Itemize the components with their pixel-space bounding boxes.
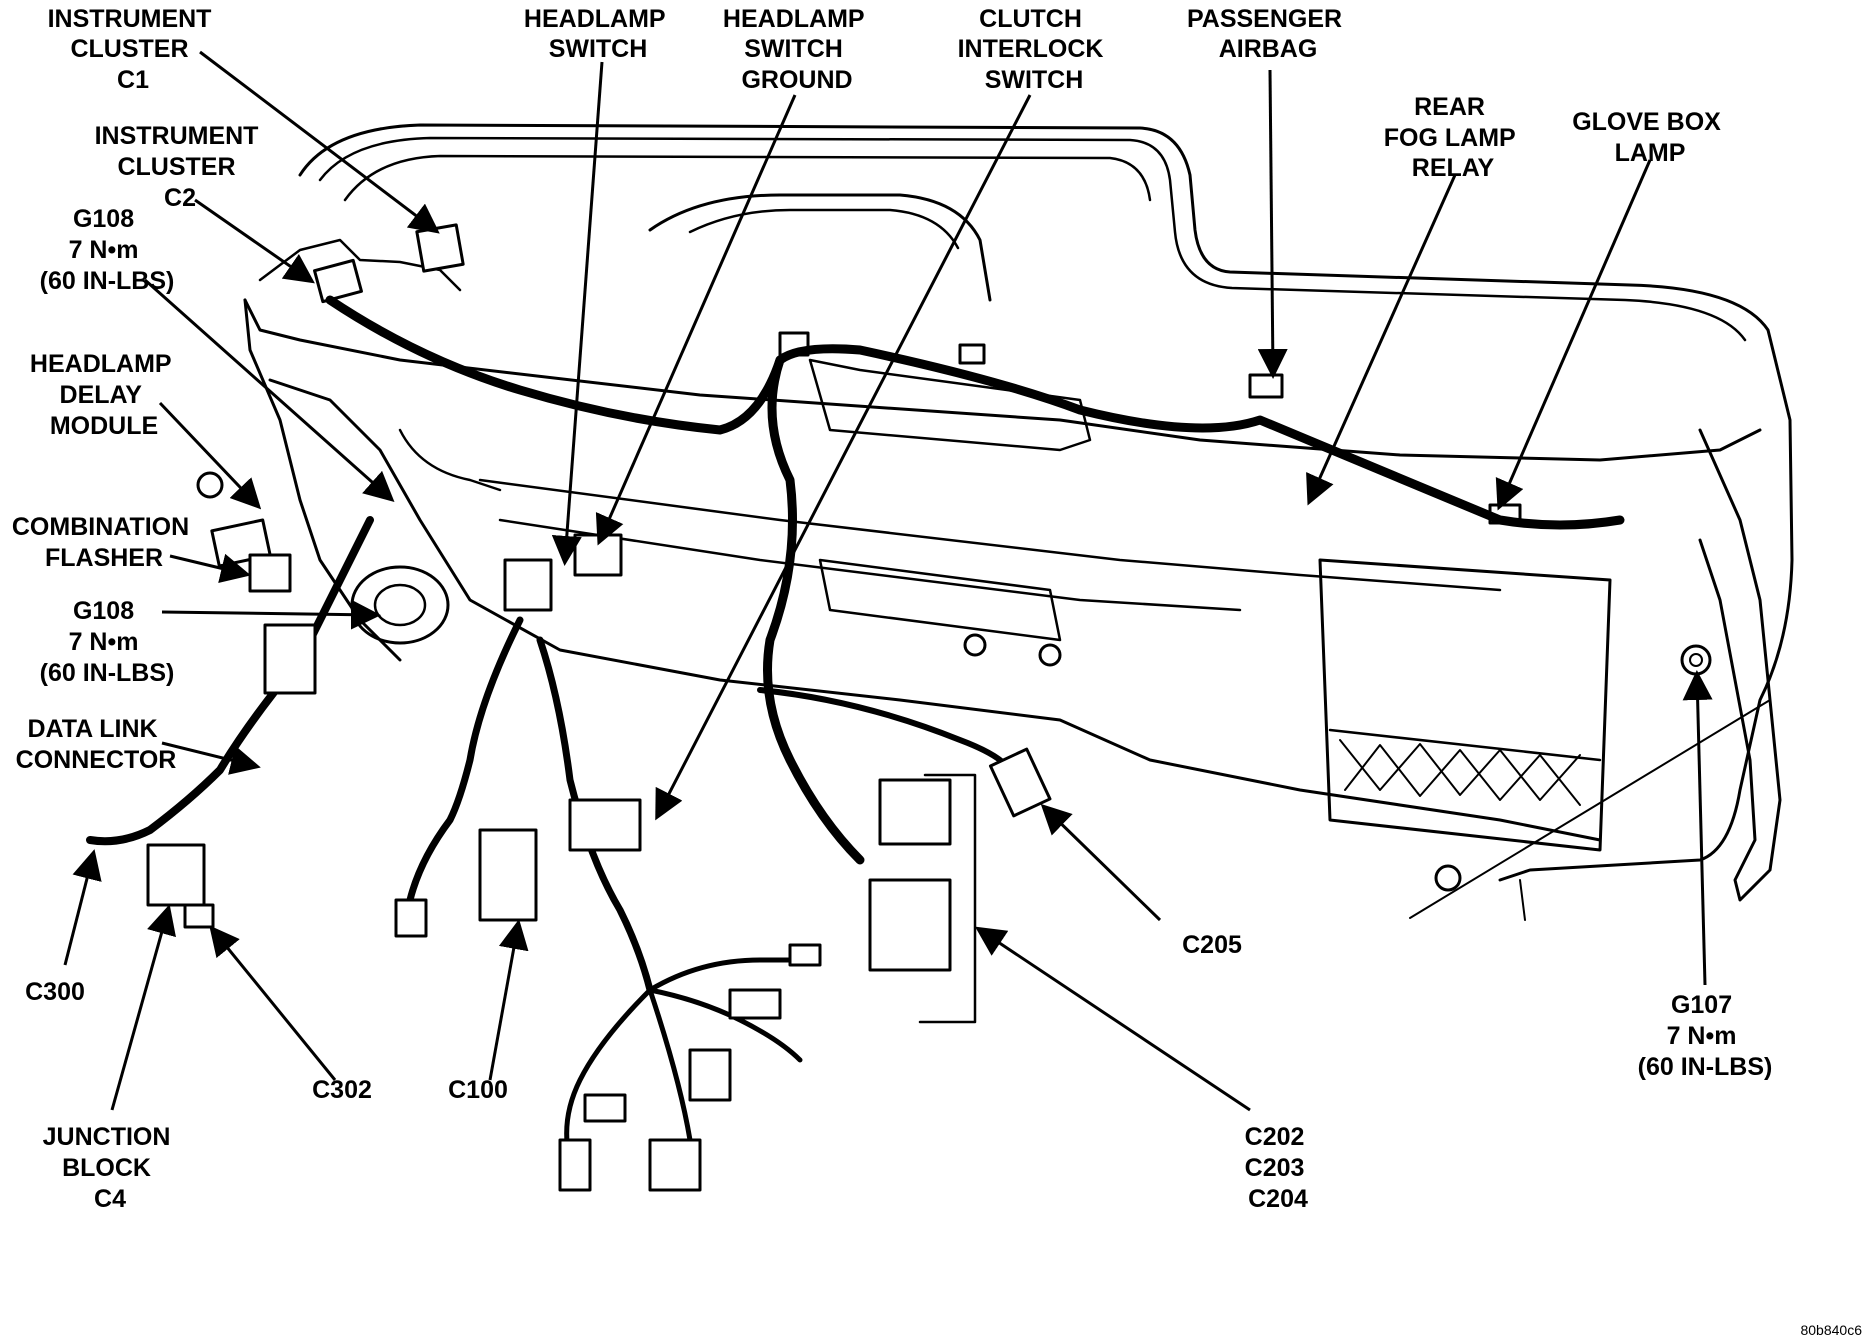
label-instrument-cluster-c1: INSTRUMENT CLUSTER C1 <box>48 5 219 94</box>
label-data-link-connector: DATA LINK CONNECTOR <box>16 715 177 774</box>
label-junction-block-c4: JUNCTION BLOCK C4 <box>43 1123 178 1213</box>
label-c300: C300 <box>25 978 85 1006</box>
label-g108-top: G108 7 N•m (60 IN-LBS) <box>40 205 175 295</box>
label-headlamp-switch-ground: HEADLAMP SWITCH GROUND <box>723 5 871 94</box>
instrument-panel-artwork <box>86 123 1794 1192</box>
label-g108-mid: G108 7 N•m (60 IN-LBS) <box>40 597 175 687</box>
label-passenger-airbag: PASSENGER AIRBAG <box>1187 5 1349 63</box>
label-c302: C302 <box>312 1076 372 1104</box>
label-clutch-interlock-switch: CLUTCH INTERLOCK SWITCH <box>958 5 1111 94</box>
figure-code: 80b840c6 <box>1800 1322 1862 1338</box>
label-c202-c203-c204: C202 C203 C204 <box>1245 1123 1312 1213</box>
label-g107: G107 7 N•m (60 IN-LBS) <box>1638 991 1773 1081</box>
label-glove-box-lamp: GLOVE BOX LAMP <box>1572 108 1728 167</box>
label-c100: C100 <box>448 1076 508 1104</box>
label-combination-flasher: COMBINATION FLASHER <box>12 513 196 572</box>
label-rear-fog-lamp-relay: REAR FOG LAMP RELAY <box>1384 93 1522 182</box>
callout-leaders <box>63 50 1713 1112</box>
label-c205: C205 <box>1182 931 1242 959</box>
callout-labels: INSTRUMENT CLUSTER C1 HEADLAMP SWITCH HE… <box>12 5 1862 1338</box>
label-instrument-cluster-c2: INSTRUMENT CLUSTER C2 <box>95 122 266 212</box>
label-headlamp-delay-module: HEADLAMP DELAY MODULE <box>30 350 178 440</box>
label-headlamp-switch: HEADLAMP SWITCH <box>524 5 672 63</box>
